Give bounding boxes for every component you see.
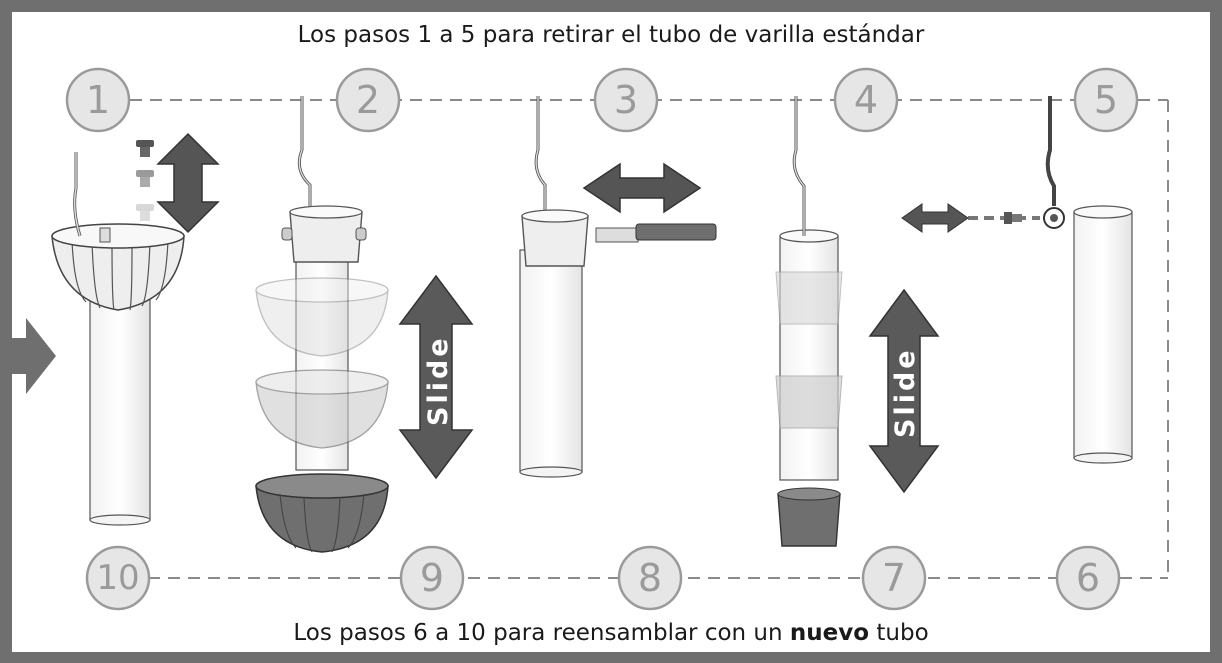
step-circle-6: 6 <box>1055 545 1121 611</box>
screw-icon-dark <box>136 140 154 157</box>
entry-arrow-icon <box>0 318 56 394</box>
step-number-9: 9 <box>420 556 444 600</box>
caption-bottom-prefix: Los pasos 6 a 10 para reensamblar con un <box>293 620 790 646</box>
step-number-6: 6 <box>1076 556 1100 600</box>
step-number-5: 5 <box>1094 78 1118 122</box>
step-number-7: 7 <box>882 556 906 600</box>
slide-arrow-right: Slide <box>868 288 940 494</box>
slide-label-left: Slide <box>423 335 454 426</box>
step-number-3: 3 <box>614 78 638 122</box>
caption-remove-steps: Los pasos 1 a 5 para retirar el tubo de … <box>297 22 925 48</box>
step-3-illustration <box>519 96 717 478</box>
caption-reassemble-steps: Los pasos 6 a 10 para reensamblar con un… <box>0 620 1222 646</box>
step-2-illustration: Slide <box>255 96 474 553</box>
vertical-double-arrow-icon <box>156 132 220 234</box>
step-number-1: 1 <box>86 78 110 122</box>
screw-icon-medium <box>136 170 154 187</box>
step-number-2: 2 <box>356 78 380 122</box>
step-circle-1: 1 <box>65 67 131 133</box>
small-horizontal-arrow-icon <box>901 203 969 233</box>
horizontal-double-arrow-icon <box>582 162 702 214</box>
bolt-icon <box>1004 212 1022 224</box>
step-circle-7: 7 <box>861 545 927 611</box>
step-circle-3: 3 <box>593 67 659 133</box>
step-circle-9: 9 <box>399 545 465 611</box>
step-4-illustration: Slide <box>775 96 940 547</box>
step-5-illustration <box>901 96 1133 464</box>
caption-bottom-suffix: tubo <box>869 620 929 646</box>
slide-arrow-left: Slide <box>398 274 474 480</box>
step-number-8: 8 <box>638 556 662 600</box>
step-number-4: 4 <box>854 78 878 122</box>
step-circle-10: 10 <box>85 545 151 611</box>
step-circle-4: 4 <box>833 67 899 133</box>
step-circle-5: 5 <box>1073 67 1139 133</box>
caption-bottom-emphasis: nuevo <box>789 620 870 646</box>
screw-icon-light <box>136 204 154 221</box>
step-1-illustration <box>51 132 220 526</box>
slide-label-right: Slide <box>890 347 921 438</box>
step-circle-2: 2 <box>335 67 401 133</box>
step-number-10: 10 <box>96 558 139 598</box>
step-circle-8: 8 <box>617 545 683 611</box>
